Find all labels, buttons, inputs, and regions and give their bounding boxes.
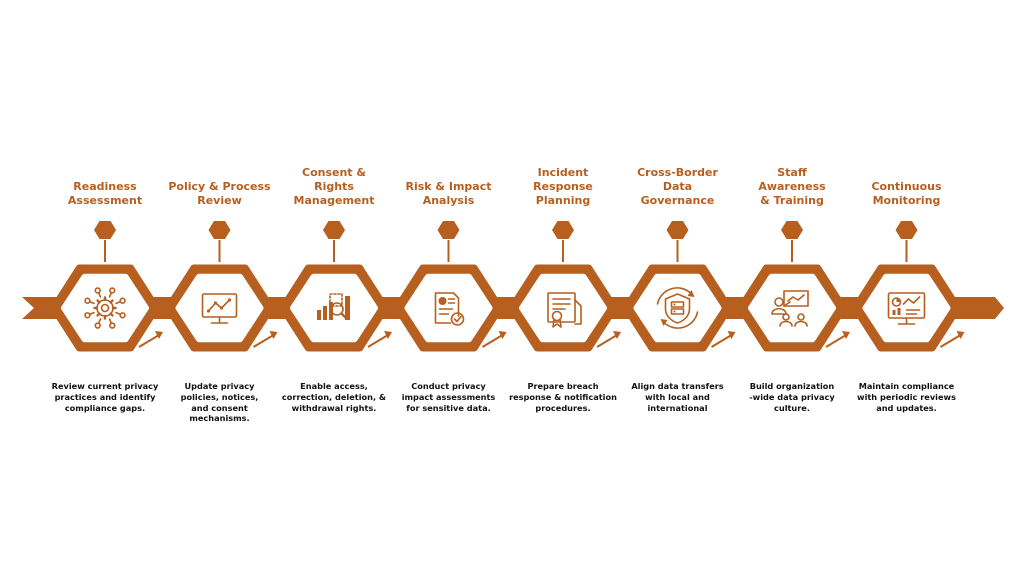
- hexagon-inner: [633, 273, 722, 343]
- step-node-8: [851, 221, 965, 352]
- connector-arrowhead: [956, 331, 965, 339]
- connector-arrow: [481, 334, 504, 348]
- hexagon-inner: [862, 273, 951, 343]
- marker-hexagon: [208, 221, 231, 239]
- step-title-4: Risk & Impact Analysis: [405, 180, 492, 207]
- marker-hexagon: [323, 221, 345, 239]
- step-title-2: Policy & Process Review: [168, 180, 271, 207]
- hexagon-inner: [519, 273, 607, 343]
- hexagon-inner: [404, 273, 493, 343]
- step-description-2: Update privacy policies, notices, and co…: [180, 381, 259, 424]
- connector-arrow: [596, 334, 618, 348]
- connector-arrowhead: [842, 331, 850, 339]
- connector-arrow: [939, 334, 962, 348]
- step-description-6: Align data transfers with local and inte…: [631, 381, 724, 413]
- step-description-4: Conduct privacy impact assessments for s…: [401, 381, 496, 413]
- hexagon-inner: [175, 273, 264, 343]
- step-description-3: Enable access, correction, deletion, & w…: [281, 381, 387, 413]
- connector-arrowhead: [155, 331, 163, 339]
- connector-arrowhead: [269, 331, 278, 339]
- connector-arrowhead: [613, 331, 621, 339]
- step-title-8: Continuous Monitoring: [871, 180, 942, 207]
- connector-arrow: [710, 334, 733, 348]
- connector-arrowhead: [727, 331, 736, 339]
- connector-arrow: [252, 334, 275, 348]
- step-description-5: Prepare breach response & notification p…: [509, 381, 617, 413]
- monitor-dashboard-icon: [887, 292, 926, 325]
- step-node-1: [50, 221, 163, 352]
- step-title-7: Staff Awareness & Training: [758, 166, 826, 207]
- hexagon-inner: [748, 273, 836, 343]
- step-node-2: [164, 221, 278, 352]
- gear-network-icon: [84, 287, 126, 329]
- step-node-3: [279, 221, 392, 352]
- marker-hexagon: [781, 221, 803, 239]
- step-title-3: Consent & Rights Management: [293, 166, 375, 207]
- connector-arrowhead: [384, 331, 392, 339]
- bar-chart-search-icon: [317, 293, 350, 320]
- connector-arrowhead: [498, 331, 507, 339]
- marker-hexagon: [895, 221, 918, 239]
- step-node-4: [393, 221, 507, 352]
- connector-arrow: [138, 334, 160, 348]
- hexagon-inner: [61, 273, 149, 343]
- marker-hexagon: [552, 221, 574, 239]
- step-node-6: [622, 221, 736, 352]
- marker-hexagon: [94, 221, 116, 239]
- monitor-chart-icon: [201, 293, 238, 324]
- step-node-7: [737, 221, 850, 352]
- connector-arrow: [825, 334, 847, 348]
- marker-hexagon: [666, 221, 689, 239]
- step-description-8: Maintain compliance with periodic review…: [857, 381, 956, 413]
- connector-arrow: [367, 334, 389, 348]
- step-description-7: Build organization -wide data privacy cu…: [749, 381, 835, 413]
- step-title-5: Incident Response Planning: [533, 166, 593, 207]
- document-check-icon: [434, 292, 465, 326]
- step-node-5: [508, 221, 621, 352]
- shield-server-icon: [656, 287, 699, 329]
- hexagon-inner: [290, 273, 378, 343]
- certificate-icon: [547, 292, 582, 328]
- marker-hexagon: [437, 221, 460, 239]
- step-title-6: Cross-Border Data Governance: [637, 166, 718, 207]
- presentation-team-icon: [771, 290, 809, 327]
- step-description-1: Review current privacy practices and ide…: [51, 381, 159, 413]
- step-title-1: Readiness Assessment: [67, 180, 143, 207]
